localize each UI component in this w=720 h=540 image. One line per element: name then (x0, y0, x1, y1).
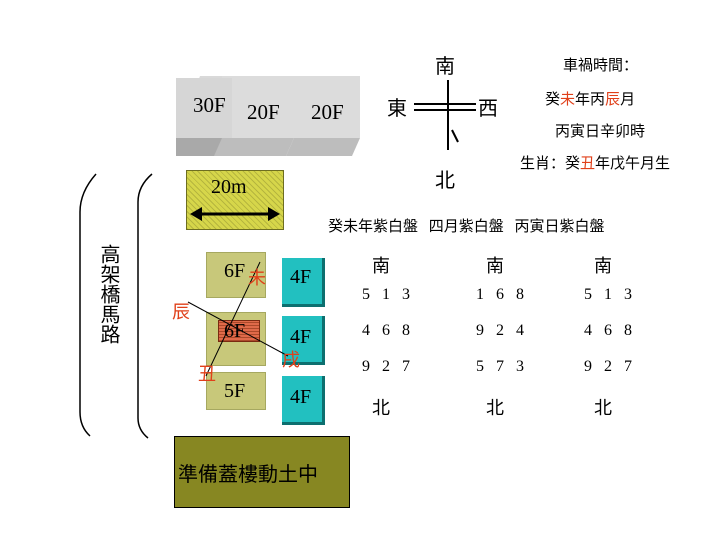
chart-year-row-2: 4 6 8 (362, 322, 414, 339)
chart-month: 南 1 6 8 9 2 4 5 7 3 北 (468, 248, 528, 419)
building-4f-1 (282, 258, 325, 307)
building-4f-1-label: 4F (290, 266, 312, 288)
building-6f-mid-label: 6F (224, 320, 246, 342)
branch-chou: 丑 (198, 364, 216, 385)
branch-wei: 未 (248, 268, 266, 289)
chart-year-row-1: 5 1 3 (362, 286, 414, 303)
road-label: 高架橋馬路 (97, 244, 121, 348)
accident-line-3: 生肖：癸丑年戊午月生 (520, 154, 671, 172)
building-6f-top (206, 252, 266, 298)
branch-chen: 辰 (172, 302, 190, 323)
building-block-20f-a (214, 76, 312, 206)
chart-year-north: 北 (372, 398, 390, 419)
chart-month-south: 南 (486, 256, 504, 277)
building-4f-3-label: 4F (290, 386, 312, 408)
distance-arrow (190, 207, 280, 221)
chart-month-row-3: 5 7 3 (476, 358, 528, 375)
building-5f (206, 372, 266, 410)
road-label-text: 高架橋馬路 (97, 244, 121, 344)
chart-day-row-2: 4 6 8 (584, 322, 636, 339)
compass-cross (414, 80, 476, 150)
branch-lines (187, 261, 289, 377)
building-4f-2 (282, 316, 325, 365)
chart-day: 南 5 1 3 4 6 8 9 2 7 北 (576, 248, 636, 419)
branch-xu: 戌 (282, 350, 300, 371)
construction-banner (174, 436, 350, 508)
accident-title: 車禍時間： (563, 56, 639, 74)
chart-year-row-3: 9 2 7 (362, 358, 414, 375)
block-label-20f-a: 20F (247, 100, 280, 124)
building-4f-2-label: 4F (290, 326, 312, 348)
chart-day-north: 北 (594, 398, 612, 419)
charts-title: 癸未年紫白盤 四月紫白盤 丙寅日紫白盤 (328, 217, 605, 235)
distance-label: 20m (211, 176, 247, 198)
chart-day-row-1: 5 1 3 (584, 286, 636, 303)
accident-line-2: 丙寅日辛卯時 (555, 122, 646, 140)
block-label-30f: 30F (193, 93, 226, 117)
building-block-20f-b (286, 76, 384, 206)
road-brackets (79, 173, 153, 439)
chart-month-row-2: 9 2 4 (476, 322, 528, 339)
compass-south: 南 (435, 54, 455, 78)
chart-day-row-3: 9 2 7 (584, 358, 636, 375)
chart-day-south: 南 (594, 256, 612, 277)
block-face-30f (176, 78, 232, 138)
compass-north: 北 (435, 168, 455, 192)
chart-month-north: 北 (486, 398, 504, 419)
accident-line-1: 癸未年丙辰月 (545, 90, 636, 108)
chart-year: 南 5 1 3 4 6 8 9 2 7 北 (354, 248, 414, 419)
building-4f-3 (282, 376, 325, 425)
accident-building (218, 320, 260, 342)
compass-east: 東 (387, 96, 407, 120)
building-5f-label: 5F (224, 380, 246, 402)
compass-west: 西 (478, 96, 498, 120)
chart-year-south: 南 (372, 256, 390, 277)
construction-banner-text: 準備蓋樓動土中 (178, 462, 318, 486)
land-plot (186, 170, 284, 230)
chart-month-row-1: 1 6 8 (476, 286, 528, 303)
building-6f-top-label: 6F (224, 260, 246, 282)
block-label-20f-b: 20F (311, 100, 344, 124)
